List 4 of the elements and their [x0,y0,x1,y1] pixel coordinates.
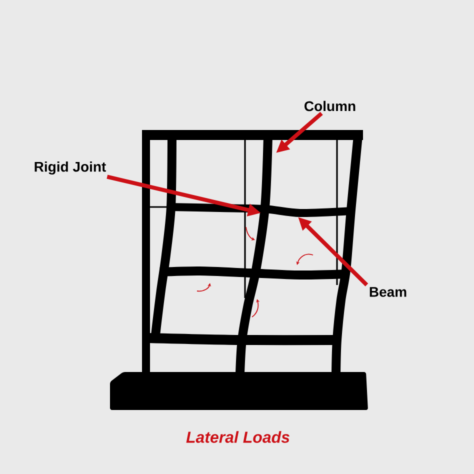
part-label: Beam [370,287,406,297]
part-label: Rigid Joint [34,161,106,175]
part-label: Column [304,100,356,112]
caption: Lateral Loads [186,431,290,443]
